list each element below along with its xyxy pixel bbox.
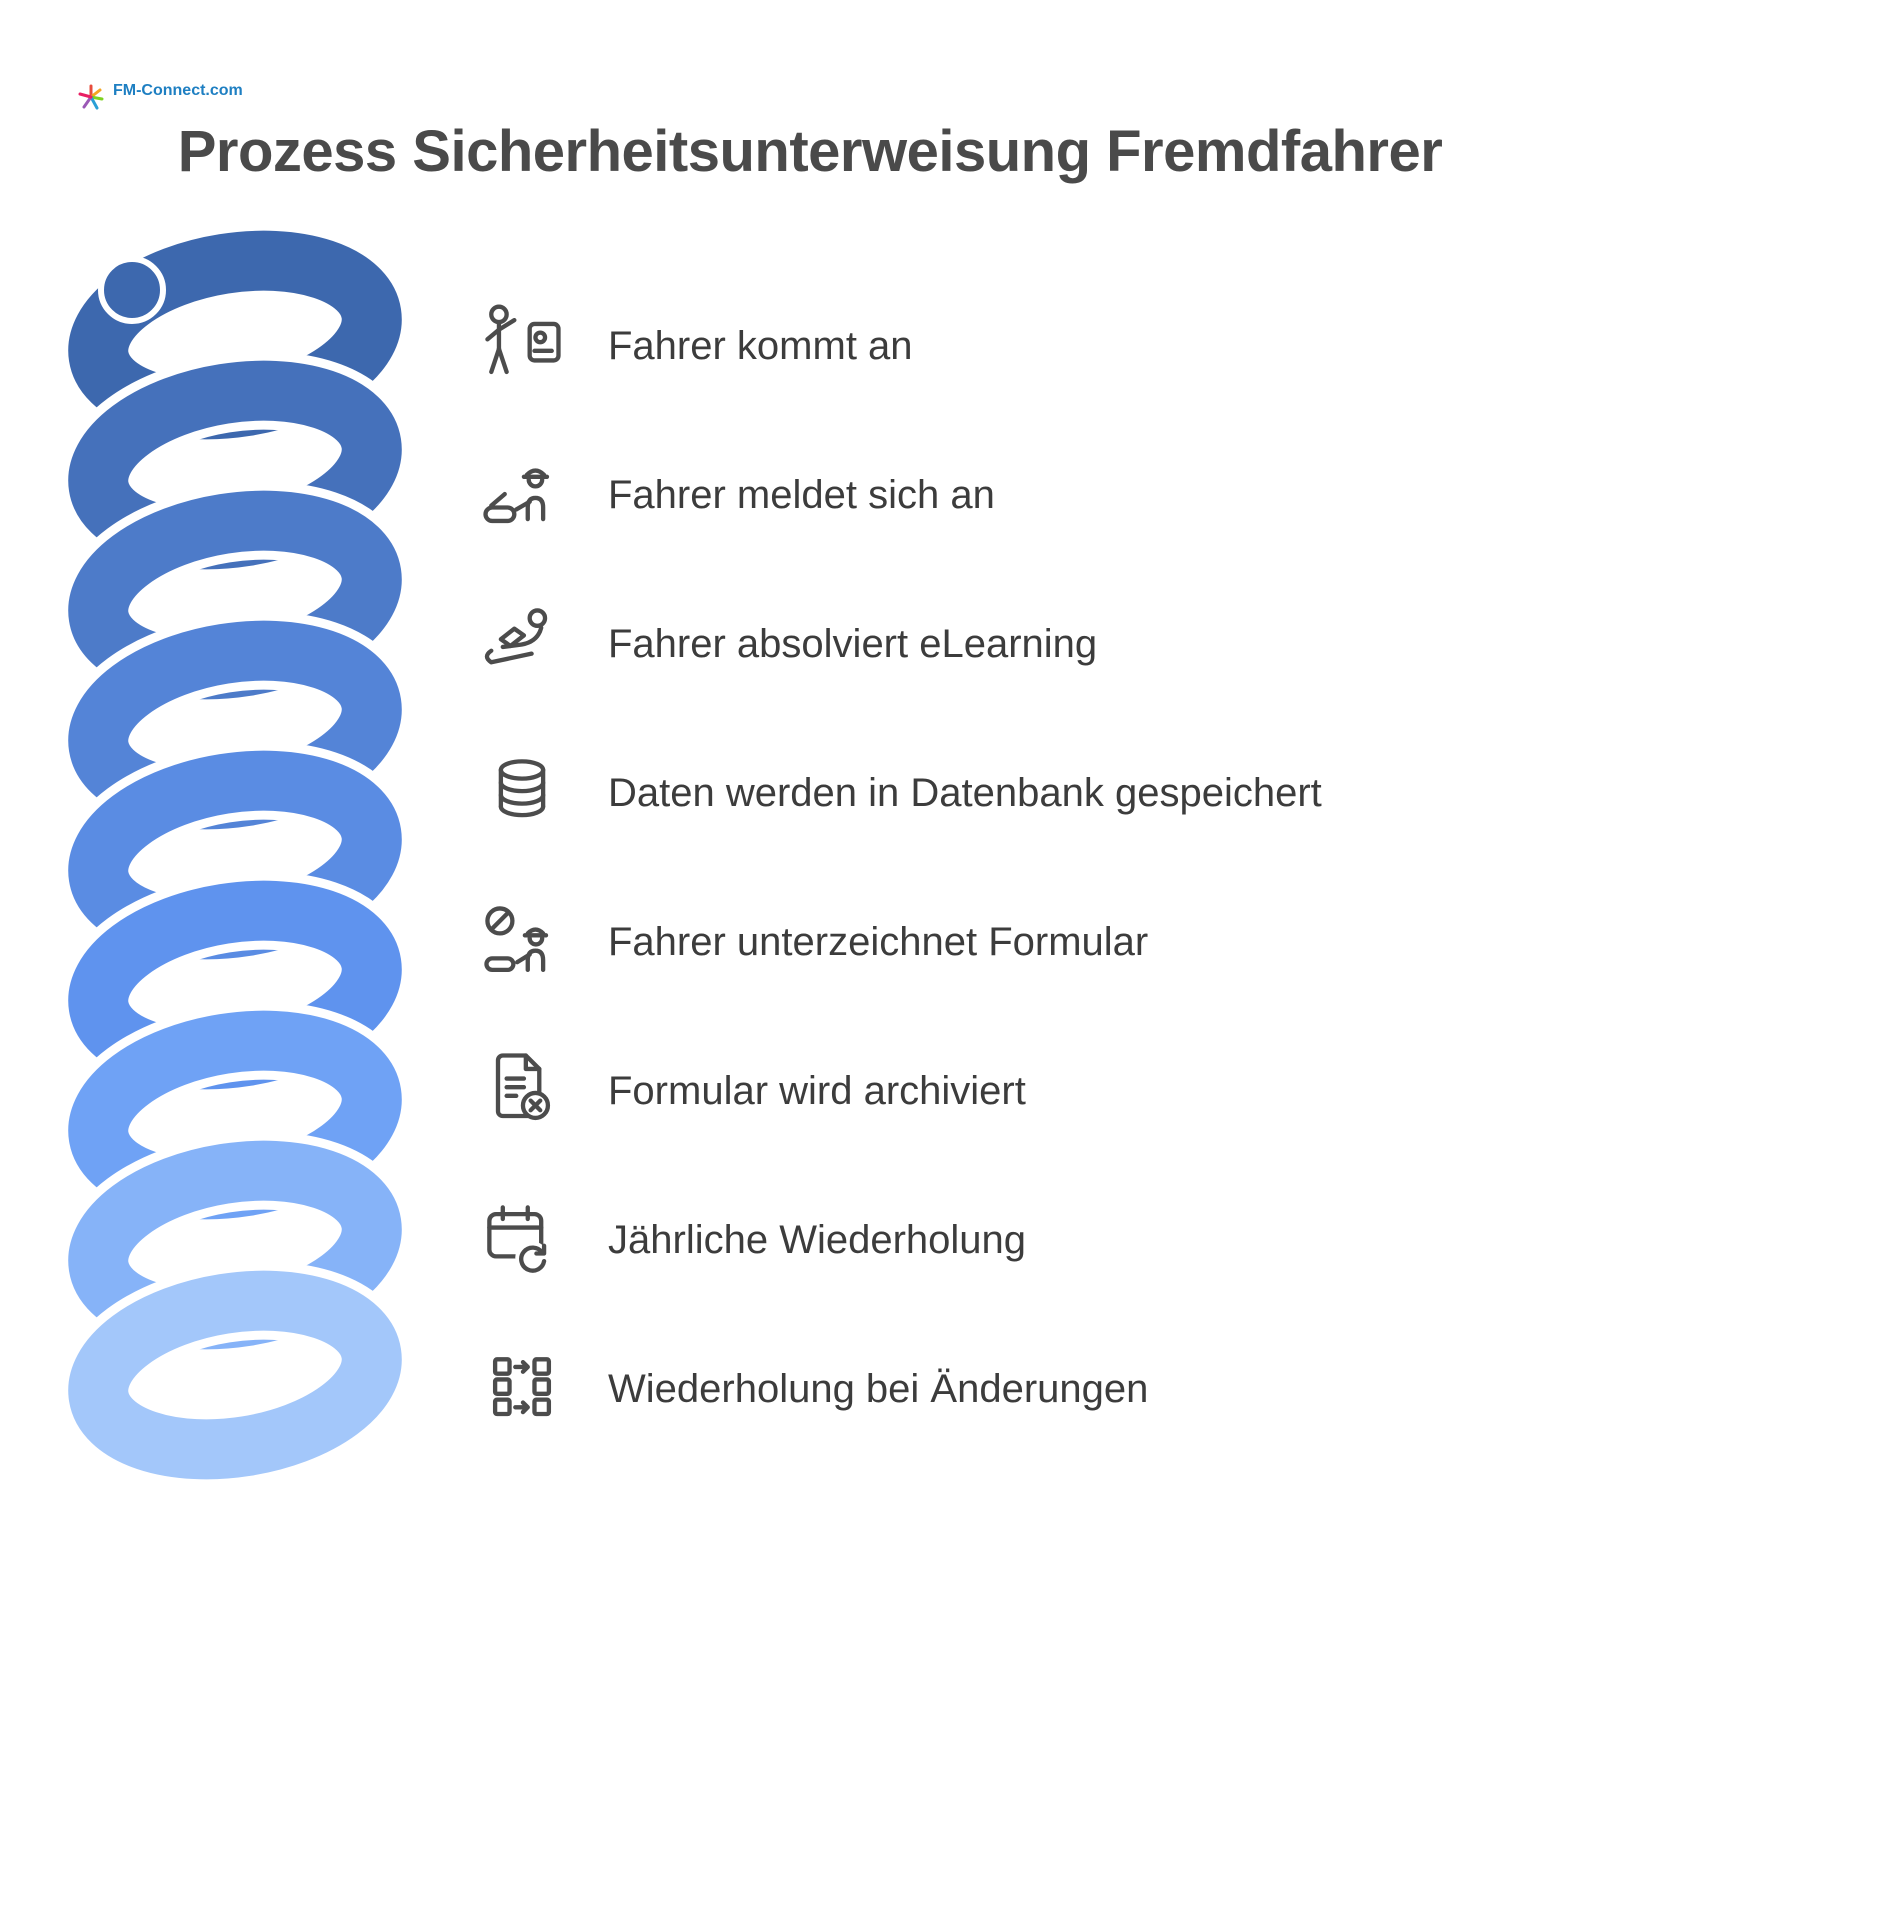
annual-repeat-icon — [470, 1193, 574, 1289]
step-label: Fahrer unterzeichnet Formular — [608, 920, 1149, 964]
step-row: Fahrer meldet sich an — [470, 421, 1322, 570]
step-row: Fahrer kommt an — [470, 272, 1322, 421]
database-icon — [470, 746, 574, 842]
step-label: Jährliche Wiederholung — [608, 1218, 1027, 1262]
step-label: Formular wird archiviert — [608, 1069, 1026, 1113]
page-title: Prozess Sicherheitsunterweisung Fremdfah… — [177, 119, 1443, 184]
step-label: Daten werden in Datenbank gespeichert — [608, 771, 1322, 815]
process-spiral-graphic — [59, 221, 411, 1489]
step-row: Fahrer unterzeichnet Formular — [470, 868, 1322, 1017]
logo: FM-Connect.com — [76, 82, 243, 112]
sign-form-icon — [470, 895, 574, 991]
step-label: Fahrer meldet sich an — [608, 473, 995, 517]
step-label: Fahrer absolviert eLearning — [608, 622, 1098, 666]
archive-document-icon — [470, 1044, 574, 1140]
step-row: Formular wird archiviert — [470, 1017, 1322, 1166]
elearning-icon — [470, 597, 574, 693]
driver-checkin-icon — [470, 448, 574, 544]
step-row: Jährliche Wiederholung — [470, 1166, 1322, 1315]
step-row: Wiederholung bei Änderungen — [470, 1315, 1322, 1464]
step-row: Daten werden in Datenbank gespeichert — [470, 719, 1322, 868]
logo-text: FM-Connect.com — [113, 82, 243, 99]
starburst-icon — [76, 82, 106, 112]
step-label: Fahrer kommt an — [608, 324, 913, 368]
step-row: Fahrer absolviert eLearning — [470, 570, 1322, 719]
change-repeat-icon — [470, 1342, 574, 1438]
steps-list: Fahrer kommt an Fahrer meldet sich an — [470, 272, 1322, 1464]
driver-arrives-icon — [470, 299, 574, 395]
step-label: Wiederholung bei Änderungen — [608, 1367, 1149, 1411]
